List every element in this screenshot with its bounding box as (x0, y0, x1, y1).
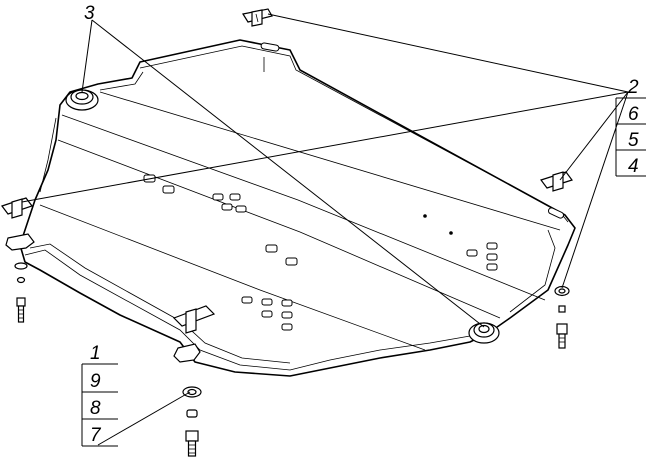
bushing-front-right (468, 322, 500, 344)
vent-slot (486, 253, 498, 261)
plate-rear-flange-inner (99, 71, 144, 91)
vent-slot (281, 323, 293, 331)
callout-6: 6 (628, 104, 639, 125)
vent-slot (486, 242, 498, 250)
vent-slot (285, 257, 298, 266)
washer (14, 262, 28, 270)
bolt-head (16, 297, 26, 307)
front-mounting-tabs (5, 233, 201, 363)
fastener-stack-left (14, 262, 28, 323)
vent-slot (221, 203, 233, 211)
plate-side-wall-left (39, 117, 57, 193)
callout-9: 9 (90, 371, 101, 392)
plate-bend-line-4 (99, 91, 561, 231)
plate-bend-line-2 (57, 139, 501, 319)
fastener-stack-right (554, 285, 570, 349)
small-hole (449, 231, 453, 235)
vent-slot (235, 205, 247, 213)
bushing-rear-left (65, 89, 99, 111)
bolt-shank (187, 440, 197, 457)
callout-7: 7 (90, 425, 102, 446)
callout-4: 4 (628, 156, 639, 177)
callout-5: 5 (628, 130, 639, 151)
rear-slot-right (547, 207, 565, 219)
bracket-bottom (172, 305, 216, 334)
plate-front-lip (24, 249, 471, 371)
plate-bend-line-1 (61, 114, 546, 301)
skid-plate (19, 39, 576, 377)
plate-side-wall-right (509, 229, 556, 313)
bolt-shank (558, 333, 566, 349)
bolt-head (556, 323, 568, 335)
plate-outline (19, 39, 576, 377)
vent-slot (261, 310, 273, 318)
front-tab-center (173, 343, 201, 363)
vent-slot (212, 193, 224, 201)
callout-3: 3 (84, 3, 95, 24)
callout-1: 1 (90, 343, 101, 364)
spring-washer (558, 305, 566, 313)
bolt-head (185, 430, 199, 442)
fastener-stack-bottom (182, 386, 202, 457)
vent-slot (281, 299, 293, 307)
plate-bend-line-3 (39, 204, 426, 351)
vent-slot (265, 244, 278, 253)
vent-slot (241, 296, 253, 304)
vent-slot (261, 298, 273, 306)
bracket-right (540, 171, 573, 192)
vent-slot (162, 185, 175, 194)
spring-washer (186, 409, 198, 418)
rear-slot-left (260, 42, 280, 52)
bracket-top (242, 8, 273, 27)
callout-8: 8 (90, 398, 101, 419)
callout-stack-right: 2 6 5 4 (615, 77, 646, 177)
vent-slot (466, 249, 478, 257)
ventilation-slots (143, 174, 498, 331)
callout-stack-left: 1 9 8 7 (81, 343, 118, 447)
callout-2: 2 (627, 77, 639, 98)
vent-slot (229, 193, 241, 201)
vent-slot (486, 263, 498, 271)
leader-lines (21, 13, 629, 446)
spring-washer (16, 276, 26, 284)
front-tab-left (5, 233, 35, 251)
vent-slot (281, 311, 293, 319)
small-hole (423, 214, 427, 218)
